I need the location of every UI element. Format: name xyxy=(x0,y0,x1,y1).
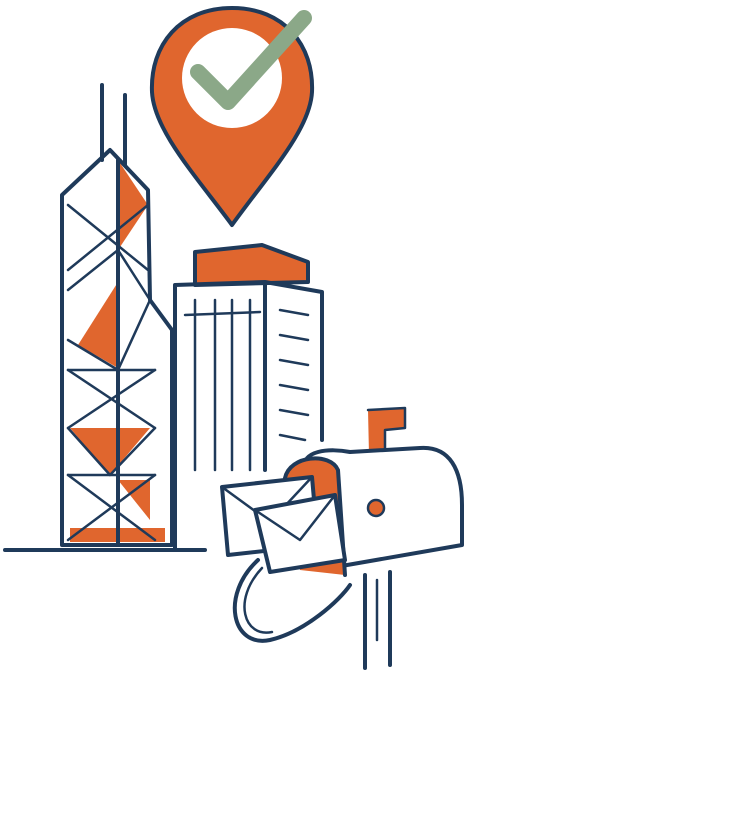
office-building-icon xyxy=(173,243,324,550)
skyscraper-icon xyxy=(3,83,207,552)
envelope-icon xyxy=(220,475,347,574)
checkmark-icon xyxy=(190,10,312,110)
